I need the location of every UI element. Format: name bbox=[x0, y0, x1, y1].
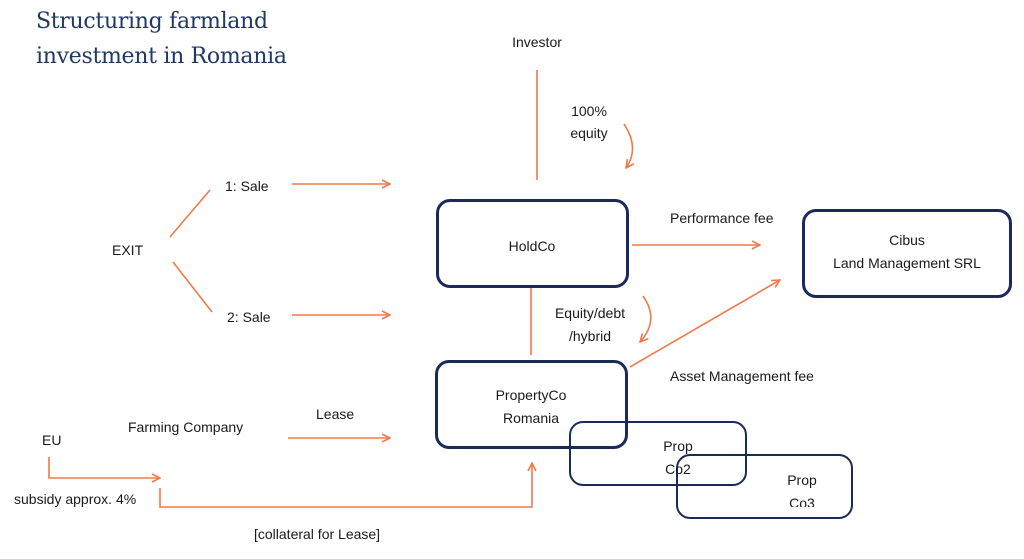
propco2-box bbox=[569, 421, 747, 486]
equity-label-line-1: 100% bbox=[571, 103, 607, 119]
lease-label: Lease bbox=[316, 406, 355, 422]
investor-label: Investor bbox=[512, 34, 562, 50]
collateral-label: [collateral for Lease] bbox=[254, 526, 381, 542]
propertyco-label-line-2: Romania bbox=[502, 410, 560, 426]
propco2-label: Prop Co2 bbox=[663, 435, 693, 481]
propco3-box bbox=[676, 454, 853, 519]
sale1-label: 1: Sale bbox=[225, 178, 269, 194]
cibus-box bbox=[802, 209, 1012, 298]
farming-company-label: Farming Company bbox=[128, 419, 244, 435]
page-title: Structuring farmland investment in Roman… bbox=[36, 4, 287, 74]
sale2-label: 2: Sale bbox=[227, 309, 271, 325]
exit-branch-upper bbox=[169, 189, 211, 238]
equity-label-line-2: equity bbox=[570, 125, 608, 141]
propertyco-label-line-1: PropertyCo bbox=[495, 387, 567, 403]
eu-label: EU bbox=[42, 432, 62, 448]
equity-debt-curved-arrow bbox=[640, 295, 652, 342]
title-line-2: investment in Romania bbox=[36, 44, 287, 69]
collateral-arrow bbox=[159, 463, 532, 508]
cibus-label: Cibus Land Management SRL bbox=[833, 229, 981, 275]
propertyco-label: PropertyCo Romania bbox=[496, 384, 567, 430]
subsidy-label: subsidy approx. 4% bbox=[14, 491, 137, 507]
holdco-label: HoldCo bbox=[508, 238, 556, 254]
cibus-label-line-1: Cibus bbox=[889, 232, 925, 248]
asset-management-fee-arrow bbox=[629, 280, 780, 368]
eu-subsidy-arrow bbox=[48, 457, 160, 478]
equity-debt-label-line-2: /hybrid bbox=[568, 328, 612, 344]
propco3-label-line-2: Co3 bbox=[789, 495, 815, 507]
holdco-box bbox=[436, 199, 629, 288]
propco3-label: Prop Co3 bbox=[787, 469, 817, 507]
propco2-label-line-2: Co2 bbox=[665, 461, 691, 477]
equity-debt-label-line-1: Equity/debt bbox=[554, 305, 626, 321]
cibus-label-line-2: Land Management SRL bbox=[833, 255, 981, 271]
propertyco-box bbox=[435, 360, 628, 449]
exit-label: EXIT bbox=[112, 242, 144, 258]
equity-debt-label: Equity/debt /hybrid bbox=[555, 302, 625, 348]
performance-fee-label: Performance fee bbox=[670, 210, 774, 226]
asset-management-fee-label: Asset Management fee bbox=[670, 368, 814, 384]
exit-branch-lower bbox=[172, 261, 213, 313]
equity-curved-arrow bbox=[623, 123, 633, 168]
equity-label: 100% equity bbox=[570, 100, 607, 144]
propco3-label-line-1: Prop bbox=[787, 472, 817, 488]
title-line-1: Structuring farmland bbox=[36, 9, 268, 34]
propco2-label-line-1: Prop bbox=[663, 438, 693, 454]
